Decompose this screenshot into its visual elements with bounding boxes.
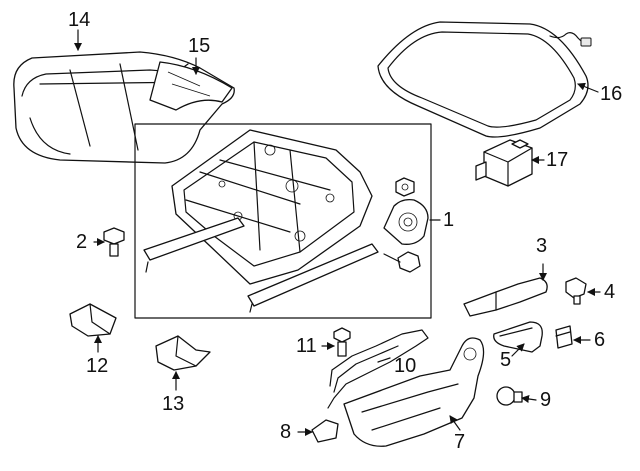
callout-4: 4 <box>604 281 616 303</box>
callout-7: 7 <box>454 431 466 453</box>
callout-15: 15 <box>188 35 211 57</box>
callout-8: 8 <box>280 421 292 443</box>
callout-17: 17 <box>546 149 569 171</box>
leader-lines <box>74 29 601 436</box>
handle-part-5 <box>493 321 543 353</box>
callout-13: 13 <box>162 393 185 415</box>
side-shield-part-7 <box>343 337 485 447</box>
cushion-cover-part <box>149 61 233 111</box>
wire-part-10 <box>327 329 429 409</box>
callout-16: 16 <box>600 83 623 105</box>
seat-mat-part <box>377 21 592 138</box>
callout-9: 9 <box>540 389 552 411</box>
callout-2: 2 <box>76 231 88 253</box>
frame-assembly-box <box>134 123 432 319</box>
bracket-part-12 <box>69 303 117 337</box>
cover-part-13 <box>155 335 211 371</box>
callout-6: 6 <box>594 329 606 351</box>
bolt-part-2 <box>103 227 125 257</box>
callout-5: 5 <box>500 349 512 371</box>
fastener-part-9 <box>496 386 523 406</box>
callout-10: 10 <box>394 355 417 377</box>
screw-part-4 <box>565 277 587 305</box>
callout-12: 12 <box>86 355 109 377</box>
clip-part-6 <box>555 325 573 349</box>
seat-frame-part <box>143 129 429 313</box>
clip-part-8 <box>311 419 339 443</box>
callout-14: 14 <box>68 9 91 31</box>
callout-1: 1 <box>443 209 455 231</box>
lever-part-3 <box>463 277 548 317</box>
control-module-part <box>475 139 533 187</box>
callout-3: 3 <box>536 235 548 257</box>
callout-11: 11 <box>296 335 317 357</box>
bolt-part-11 <box>333 327 351 357</box>
seat-cushion-part <box>13 51 235 164</box>
